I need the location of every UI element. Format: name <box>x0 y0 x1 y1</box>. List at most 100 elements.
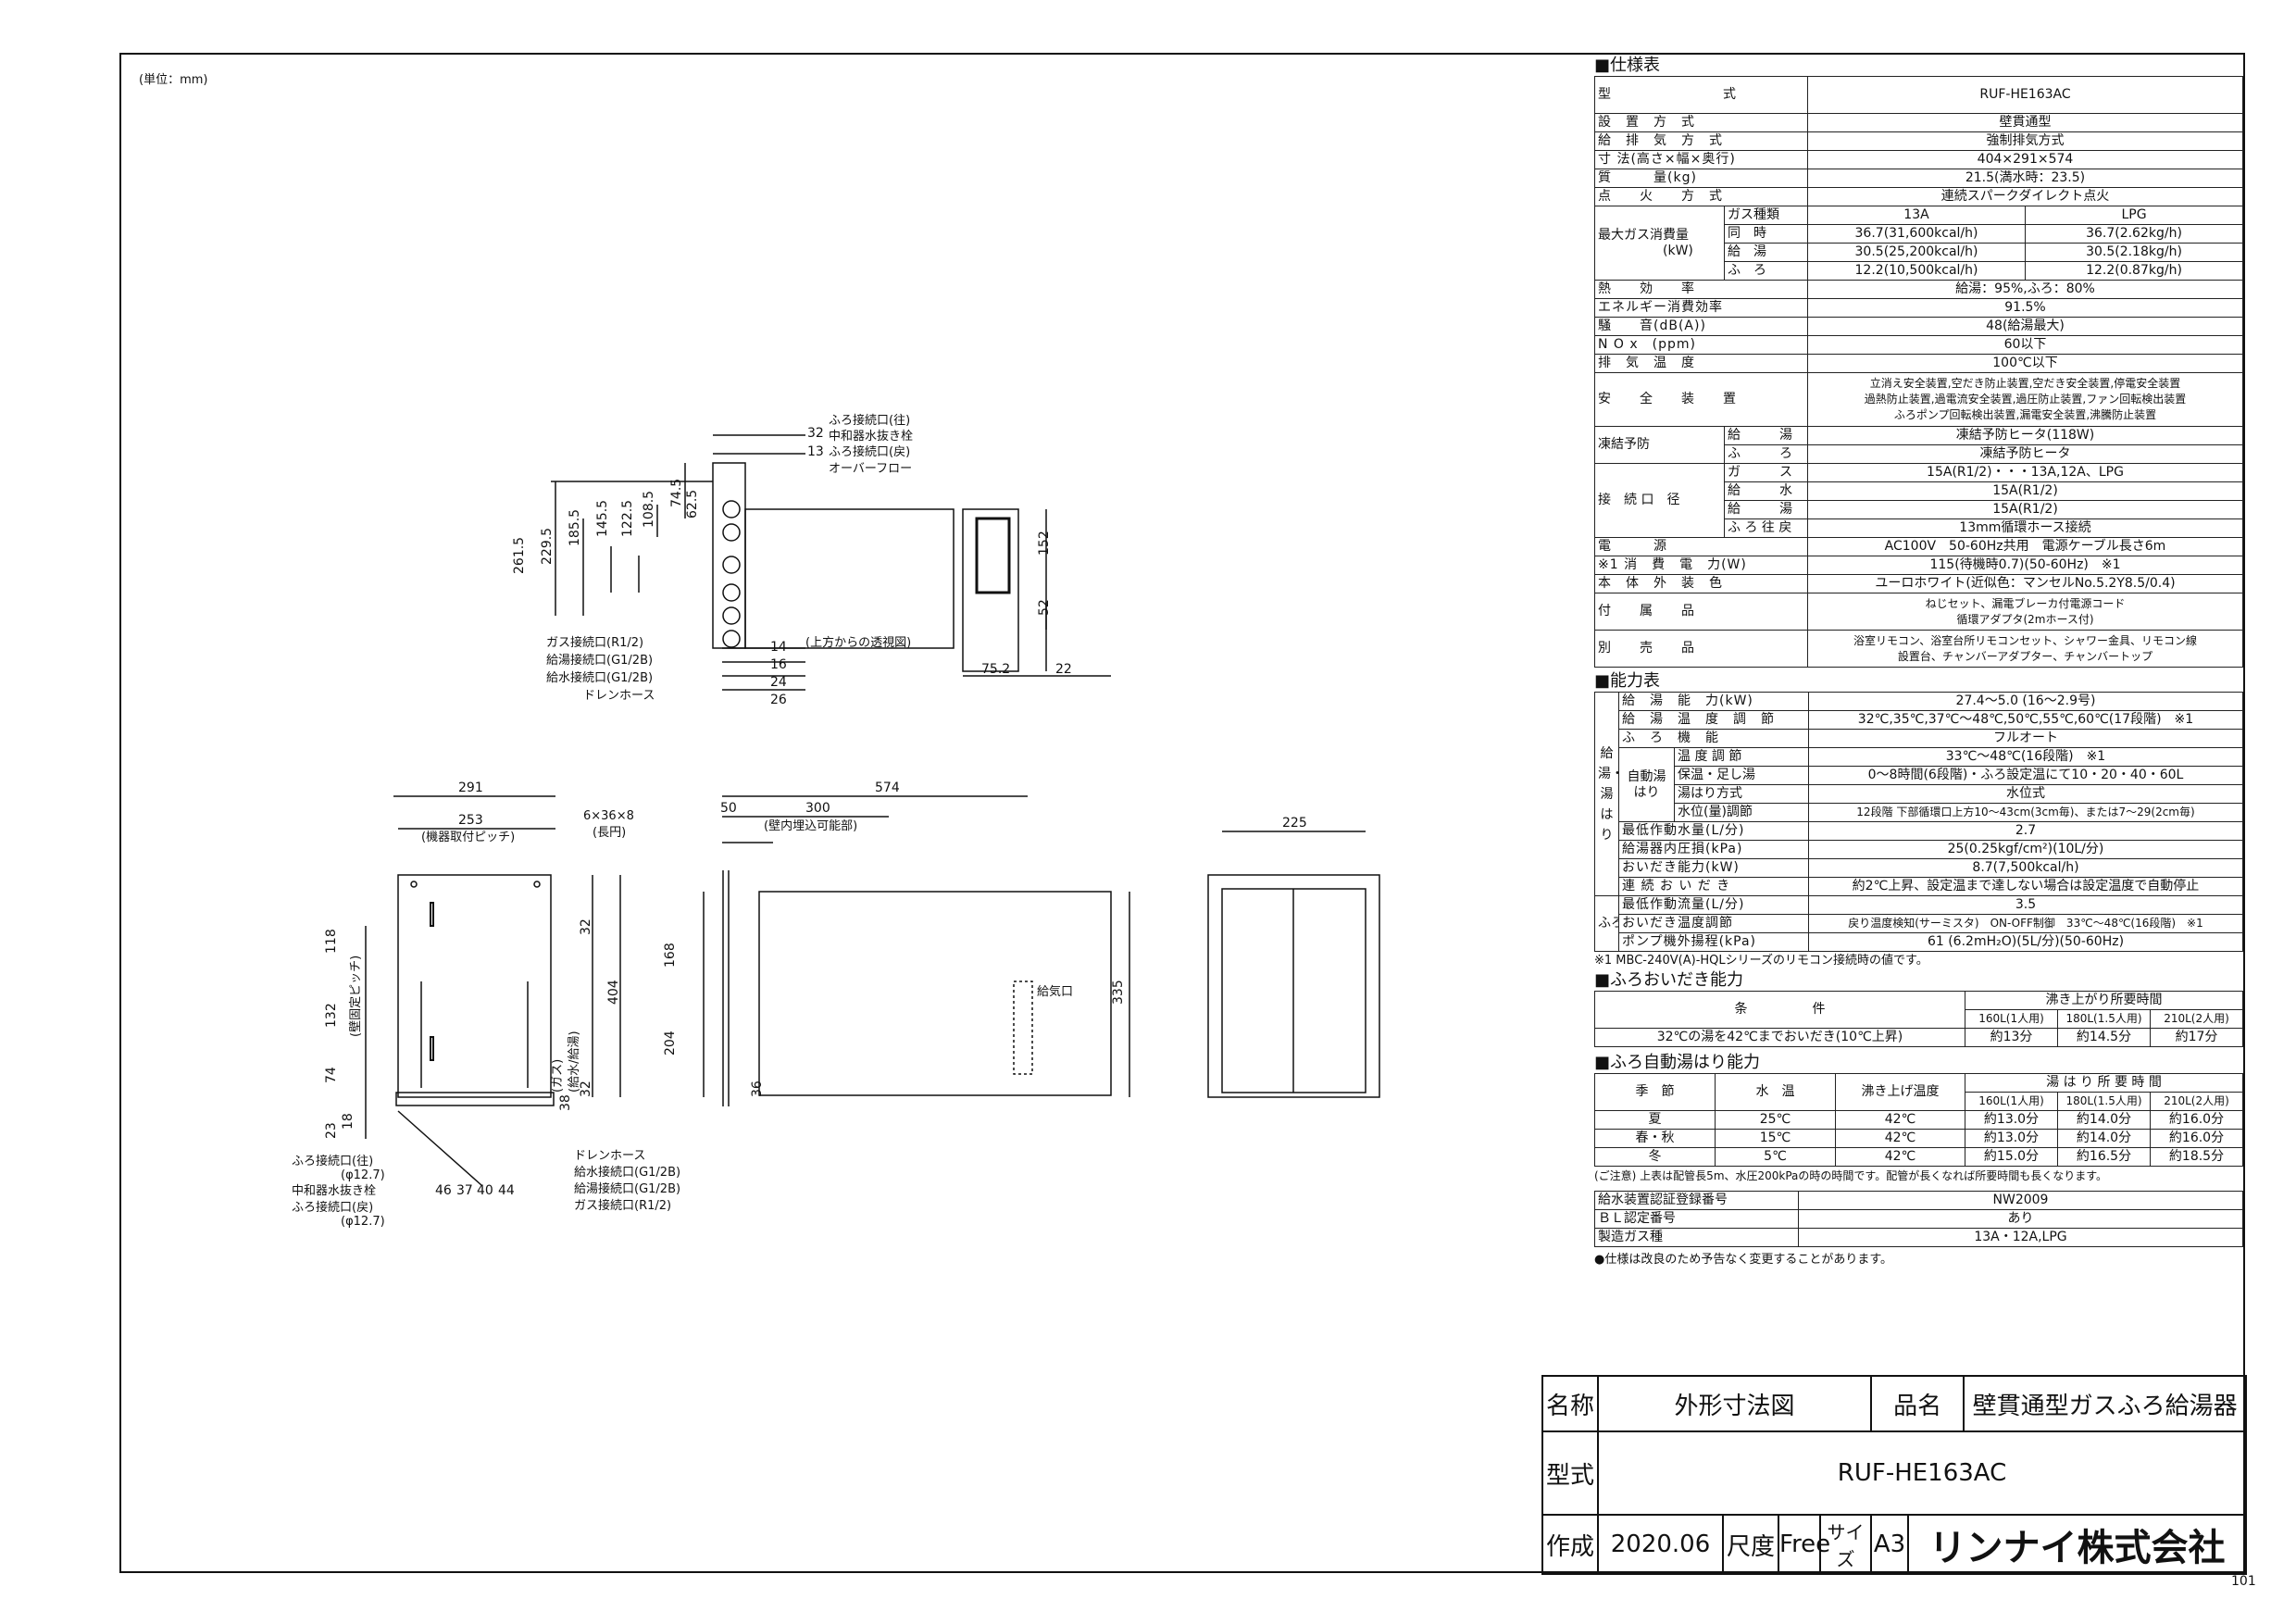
label-gas-inner: (ガス) <box>551 1059 565 1093</box>
ability-row-value: 約2℃上昇、設定温まで達しない場合は設定温度で自動停止 <box>1808 877 2243 896</box>
dim-32c: 32 <box>579 1081 593 1097</box>
ability-row-value: 27.4～5.0 (16～2.9号) <box>1808 692 2243 711</box>
dim-291: 291 <box>458 781 483 795</box>
spec-row-value: 48(給湯最大) <box>1807 317 2243 336</box>
accessory-label: 付 属 品 <box>1594 593 1808 631</box>
spec-row-label: エネルギー消費効率 <box>1594 298 1808 318</box>
ability-row-label: 給 湯 能 力(kW) <box>1618 692 1809 711</box>
dim-261-5: 261.5 <box>512 537 527 574</box>
cert-label: ＢＬ認定番号 <box>1594 1209 1799 1229</box>
spec-row-label: ※1 消 費 電 力(W) <box>1594 556 1808 575</box>
sold-value: 浴室リモコン、浴室台所リモコンセット、シャワー金具、リモコン線設置台、チャンバー… <box>1807 630 2243 668</box>
ability-row-label: 給湯器内圧損(kPa) <box>1618 840 1809 859</box>
af-cell: 約16.0分 <box>2149 1110 2244 1130</box>
spec-title: ■仕様表 <box>1594 56 1661 75</box>
label-overflow: オーバーフロー <box>829 462 912 476</box>
af-cell: 約13.0分 <box>1965 1129 2058 1148</box>
dim-62-5: 62.5 <box>685 490 700 518</box>
af-cell: 冬 <box>1594 1147 1716 1167</box>
ability-title: ■能力表 <box>1594 671 1661 691</box>
af-cell: 15℃ <box>1715 1129 1836 1148</box>
conn-row-label: ふ ろ 往 戻 <box>1724 518 1808 538</box>
spec-row-value: 21.5(満水時：23.5) <box>1807 169 2243 188</box>
spec-row-label: 排 気 温 度 <box>1594 354 1808 373</box>
af-cell: 約14.0分 <box>2057 1129 2151 1148</box>
af-col: 210L(2人用) <box>2149 1092 2244 1111</box>
oidaki-time: 約17分 <box>2149 1028 2244 1047</box>
label-f-water: 給水接続口(G1/2B) <box>574 1165 680 1180</box>
label-f-gas: ガス接続口(R1/2) <box>574 1198 671 1213</box>
dim-132: 132 <box>324 1003 339 1028</box>
sold-label: 別 売 品 <box>1594 630 1808 668</box>
spec-row-label: 設 置 方 式 <box>1594 113 1808 132</box>
label-f-furo-out: ふろ接続口(往) <box>292 1154 373 1168</box>
spec-model-label: 型 式 <box>1594 76 1808 114</box>
dim-18: 18 <box>341 1113 356 1130</box>
label-furo-back: ふろ接続口(戻) <box>829 444 910 459</box>
spec-row-label: N O x (ppm) <box>1594 335 1808 355</box>
ability-row-value: 2.7 <box>1808 821 2243 841</box>
auto-row-label: 温 度 調 節 <box>1674 747 1809 767</box>
freeze-row-value: 凍結予防ヒータ <box>1807 444 2243 464</box>
safety-line: 過熱防止装置,過電流安全装置,過圧防止装置,ファン回転検出装置 <box>1864 393 2187 406</box>
front-view <box>365 795 621 1186</box>
ability-row-value: 戻り温度検知(サーミスタ) ON-OFF制御 33℃～48℃(16段階) ※1 <box>1808 914 2243 933</box>
title-block: 名称 外形寸法図 品名 壁貫通型ガスふろ給湯器 型式 RUF-HE163AC 作… <box>1541 1375 2248 1575</box>
dim-75-2: 75.2 <box>981 662 1010 677</box>
conn-row-value: 13mm循環ホース接続 <box>1807 518 2243 538</box>
label-water: 給水接続口(G1/2B) <box>546 670 653 685</box>
label-pitch: (機器取付ピッチ) <box>421 831 515 844</box>
label-wall-embed: (壁内埋込可能部) <box>764 818 857 833</box>
dim-13: 13 <box>807 444 824 459</box>
freeze-row-label: 給 湯 <box>1724 426 1808 445</box>
oidaki-title: ■ふろおいだき能力 <box>1594 970 1744 990</box>
label-water-inner: (給水/給湯) <box>568 1031 581 1093</box>
accessory-line: ねじセット、漏電ブレーカ付電源コード <box>1925 596 2126 610</box>
dim-32: 32 <box>807 426 824 441</box>
dim-36: 36 <box>750 1081 765 1097</box>
spec-row-label: 騒 音(dB(A)) <box>1594 317 1808 336</box>
accessory-value: ねじセット、漏電ブレーカ付電源コード循環アダプタ(2mホース付) <box>1807 593 2243 631</box>
dim-50: 50 <box>720 801 737 816</box>
freeze-row-label: ふ ろ <box>1724 444 1808 464</box>
label-f-hot: 給湯接続口(G1/2B) <box>574 1181 680 1196</box>
auto-fill-table: 季 節水 温沸き上げ温度湯 は り 所 要 時 間 160L(1人用)180L(… <box>1594 1073 2244 1167</box>
dim-225: 225 <box>1282 816 1307 831</box>
label-drain: ドレンホース <box>583 689 655 703</box>
gas-row-label: ふ ろ <box>1724 261 1808 281</box>
af-cell: 春・秋 <box>1594 1129 1716 1148</box>
oidaki-time: 約14.5分 <box>2057 1028 2151 1047</box>
tb-product-label: 品名 <box>1870 1375 1965 1432</box>
tb-scale-label: 尺度 <box>1722 1514 1779 1575</box>
conn-row-label: 給 水 <box>1724 481 1808 501</box>
label-hole: (長円) <box>593 826 626 840</box>
spec-row-value: 壁貫通型 <box>1807 113 2243 132</box>
label-intake: 給気口 <box>1037 984 1073 999</box>
dim-229-5: 229.5 <box>540 528 555 565</box>
oidaki-col: 180L(1.5人用) <box>2057 1009 2151 1029</box>
unit-note: (単位：mm) <box>139 73 208 87</box>
cert-label: 製造ガス種 <box>1594 1228 1799 1247</box>
cert-label: 給水装置認証登録番号 <box>1594 1191 1799 1210</box>
ability-row-label: 最低作動流量(L/分) <box>1618 895 1809 915</box>
conn-row-value: 15A(R1/2)・・・13A,12A、LPG <box>1807 463 2243 482</box>
spec-row-value: 連続スパークダイレクト点火 <box>1807 187 2243 206</box>
spec-row-label: 本 体 外 装 色 <box>1594 574 1808 593</box>
spec-row-value: AC100V 50-60Hz共用 電源ケーブル長さ6m <box>1807 537 2243 556</box>
gas-head: ガス種類 <box>1724 206 1808 225</box>
oidaki-cond-label: 条 件 <box>1594 991 1965 1029</box>
label-hot: 給湯接続口(G1/2B) <box>546 653 653 668</box>
auto-label: 自動湯はり <box>1618 747 1675 822</box>
ability-row-value: フルオート <box>1808 729 2243 748</box>
dim-hole: 6×36×8 <box>583 809 634 823</box>
dimension-drawing: 261.5 229.5 185.5 145.5 122.5 108.5 74.5… <box>292 413 1380 1229</box>
accessory-line: 循環アダプタ(2mホース付) <box>1956 612 2094 626</box>
dim-404: 404 <box>606 980 621 1005</box>
safety-line: ふろポンプ回転検出装置,漏電安全装置,沸騰防止装置 <box>1893 408 2157 421</box>
dim-38: 38 <box>558 1094 573 1111</box>
af-cell: 約13.0分 <box>1965 1110 2058 1130</box>
spec-row-value: 強制排気方式 <box>1807 131 2243 151</box>
af-cell: 約16.0分 <box>2149 1129 2244 1148</box>
